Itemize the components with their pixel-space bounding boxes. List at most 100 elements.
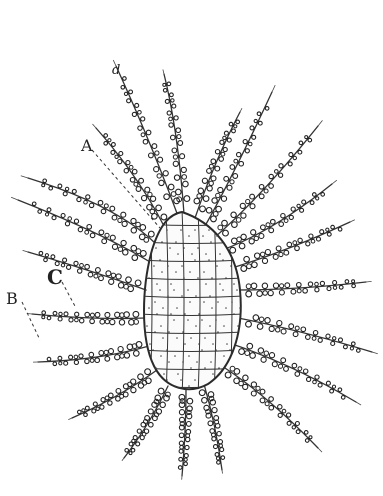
bead (140, 225, 146, 231)
bead (121, 240, 126, 245)
bead (259, 185, 264, 190)
bead (259, 317, 264, 322)
leader-b (22, 302, 40, 340)
bead (106, 271, 111, 276)
bead (243, 384, 248, 389)
bead (257, 324, 263, 330)
bead (220, 140, 224, 144)
bead (332, 385, 335, 388)
bead (252, 135, 256, 139)
bead (156, 409, 161, 414)
bead (51, 255, 55, 259)
bead (273, 283, 278, 288)
bead (135, 280, 141, 286)
bead (72, 189, 76, 193)
bead (258, 121, 262, 125)
bead (152, 214, 158, 220)
bead (124, 284, 129, 289)
bead (281, 358, 286, 363)
bead (142, 196, 147, 201)
bead (245, 149, 249, 153)
bead (246, 321, 252, 327)
bead (126, 161, 130, 165)
bead (234, 125, 237, 128)
bead (122, 221, 127, 226)
bead (119, 152, 123, 156)
bead (174, 116, 178, 120)
bead (313, 331, 317, 335)
bead (138, 126, 142, 130)
bead (129, 165, 133, 169)
bead (262, 283, 267, 288)
bead (316, 197, 319, 200)
bead (278, 364, 282, 368)
bead (333, 286, 336, 289)
bead (132, 255, 138, 261)
bead (281, 329, 286, 334)
bead (68, 217, 72, 221)
bead (318, 383, 322, 387)
bead (105, 356, 110, 361)
bead (69, 355, 73, 359)
bead (90, 319, 95, 324)
bead (293, 156, 296, 159)
bead (141, 117, 145, 121)
bead (39, 251, 43, 255)
bead (32, 202, 36, 206)
bead (339, 285, 343, 289)
bead (223, 147, 227, 151)
bead (331, 342, 335, 346)
bead (203, 196, 209, 202)
bead (149, 422, 154, 427)
bead (338, 228, 342, 232)
bead (292, 426, 295, 429)
filament (11, 197, 150, 262)
bead (259, 194, 264, 199)
bead (88, 272, 93, 277)
bead (224, 176, 229, 181)
bead (133, 311, 139, 317)
bead (271, 219, 276, 224)
central-body (140, 210, 244, 396)
bead (284, 367, 289, 372)
bead (247, 343, 253, 349)
bead (250, 194, 255, 199)
bead (269, 405, 274, 410)
bead (169, 117, 173, 121)
bead (232, 222, 238, 228)
bead (344, 345, 348, 349)
bead (90, 313, 94, 317)
bead (320, 281, 324, 285)
bead (308, 138, 312, 142)
bead (313, 193, 317, 197)
bead (221, 456, 225, 460)
bead (279, 173, 283, 177)
bead (265, 107, 269, 111)
bead (138, 111, 142, 115)
bead (109, 349, 114, 354)
bead (45, 254, 48, 257)
bead (187, 398, 193, 404)
bead (171, 99, 174, 102)
bead (289, 153, 293, 157)
filament (92, 124, 166, 228)
bead (78, 410, 82, 414)
bead (47, 208, 51, 212)
bead (269, 174, 273, 178)
bead (44, 258, 48, 262)
bead (239, 161, 244, 166)
bead (233, 174, 238, 179)
bead (101, 398, 105, 402)
bead (234, 369, 240, 375)
bead (213, 212, 218, 217)
bead (269, 397, 274, 402)
bead (87, 225, 92, 230)
filament (238, 280, 372, 297)
bead (223, 230, 229, 236)
bead (300, 208, 304, 212)
bead (202, 398, 208, 404)
filament (199, 384, 224, 474)
bead (241, 266, 247, 272)
filament (232, 220, 355, 272)
